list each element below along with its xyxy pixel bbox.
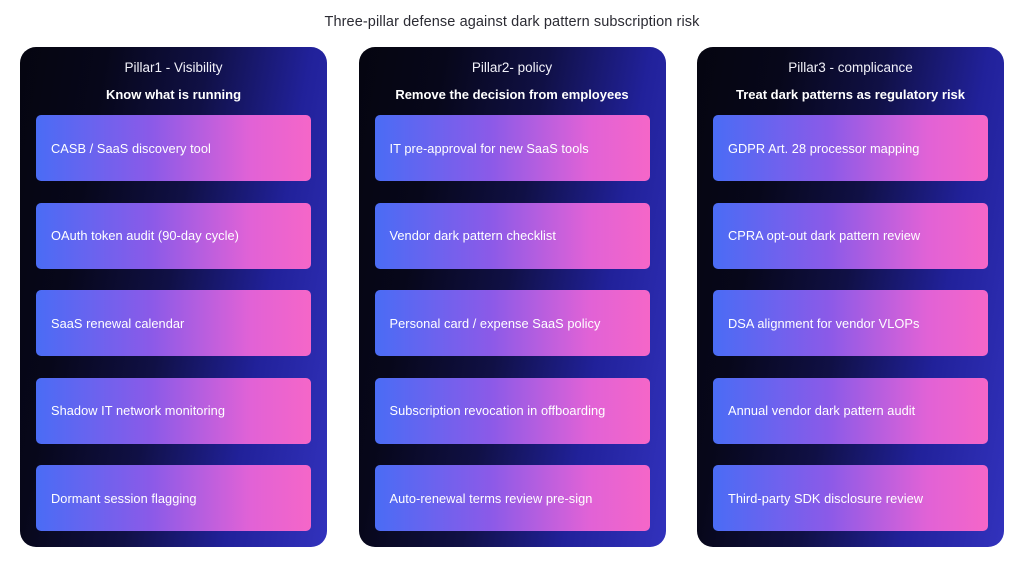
list-item-label: Auto-renewal terms review pre-sign: [389, 490, 593, 506]
pillar-item-list-2: IT pre-approval for new SaaS tools Vendo…: [374, 115, 650, 531]
pillar-title-1: Pillar1 - Visibility: [124, 60, 223, 75]
pillar-header-3: Pillar3 - complicance Treat dark pattern…: [713, 58, 988, 115]
pillar-title-2: Pillar2- policy: [471, 60, 553, 75]
list-item[interactable]: Auto-renewal terms review pre-sign: [374, 465, 650, 531]
pillar-item-list-3: GDPR Art. 28 processor mapping CPRA opt-…: [713, 115, 988, 531]
pillar-card-3: Pillar3 - complicance Treat dark pattern…: [697, 47, 1004, 547]
pillar-title-3: Pillar3 - complicance: [788, 60, 913, 75]
pillar-subtitle-1: Know what is running: [105, 87, 242, 102]
list-item[interactable]: CPRA opt-out dark pattern review: [713, 202, 988, 269]
pillar-card-2: Pillar2- policy Remove the decision from…: [358, 47, 666, 547]
list-item-label: Dormant session flagging: [51, 490, 197, 506]
list-item[interactable]: GDPR Art. 28 processor mapping: [713, 115, 988, 181]
list-item[interactable]: Dormant session flagging: [36, 465, 311, 531]
list-item-label: GDPR Art. 28 processor mapping: [728, 140, 920, 156]
pillar-header-2: Pillar2- policy Remove the decision from…: [375, 58, 650, 115]
pillar-item-list-1: CASB / SaaS discovery tool OAuth token a…: [36, 115, 311, 531]
list-item[interactable]: Shadow IT network monitoring: [36, 377, 311, 444]
list-item[interactable]: Third-party SDK disclosure review: [713, 465, 988, 531]
list-item[interactable]: Subscription revocation in offboarding: [374, 377, 650, 444]
list-item-label: Annual vendor dark pattern audit: [728, 403, 916, 418]
list-item[interactable]: Vendor dark pattern checklist: [374, 202, 650, 269]
list-item[interactable]: Annual vendor dark pattern audit: [713, 377, 988, 444]
pillar-header-1: Pillar1 - Visibility Know what is runnin…: [36, 58, 311, 115]
list-item[interactable]: Personal card / expense SaaS policy: [374, 290, 650, 356]
list-item-label: OAuth token audit (90-day cycle): [51, 228, 239, 243]
list-item[interactable]: OAuth token audit (90-day cycle): [36, 202, 311, 269]
list-item[interactable]: IT pre-approval for new SaaS tools: [374, 115, 650, 181]
list-item-label: SaaS renewal calendar: [51, 315, 185, 331]
list-item-label: DSA alignment for vendor VLOPs: [728, 315, 920, 331]
pillar-subtitle-2: Remove the decision from employees: [395, 87, 629, 102]
list-item-label: IT pre-approval for new SaaS tools: [389, 140, 589, 156]
list-item[interactable]: SaaS renewal calendar: [36, 290, 311, 356]
pillar-columns: Pillar1 - Visibility Know what is runnin…: [20, 47, 1004, 547]
list-item-label: Third-party SDK disclosure review: [728, 490, 924, 506]
list-item[interactable]: DSA alignment for vendor VLOPs: [713, 290, 988, 356]
list-item-label: Shadow IT network monitoring: [51, 403, 226, 418]
list-item[interactable]: CASB / SaaS discovery tool: [36, 115, 311, 181]
pillar-subtitle-3: Treat dark patterns as regulatory risk: [735, 87, 966, 102]
list-item-label: Personal card / expense SaaS policy: [389, 315, 601, 331]
list-item-label: Vendor dark pattern checklist: [389, 228, 556, 243]
page-title: Three-pillar defense against dark patter…: [324, 14, 700, 30]
list-item-label: CASB / SaaS discovery tool: [51, 140, 211, 156]
list-item-label: Subscription revocation in offboarding: [389, 403, 606, 418]
list-item-label: CPRA opt-out dark pattern review: [728, 228, 921, 243]
pillar-card-1: Pillar1 - Visibility Know what is runnin…: [20, 47, 327, 547]
